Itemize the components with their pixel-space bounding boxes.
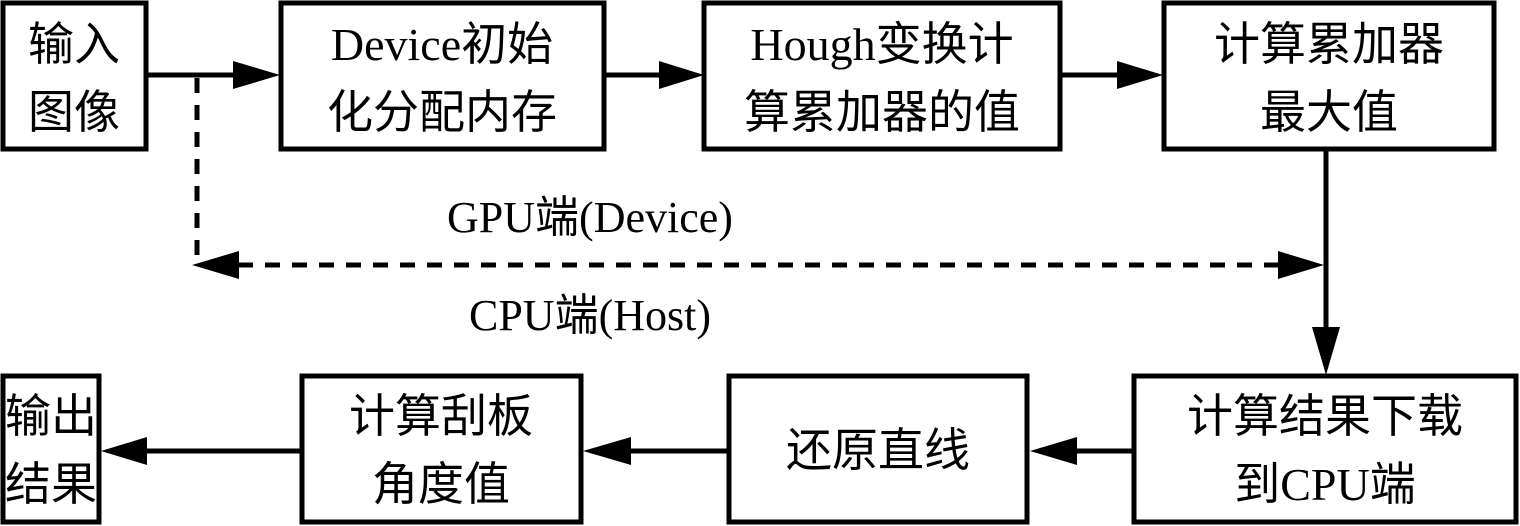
node-download-to-cpu: 计算结果下载 到CPU端 [1131, 373, 1519, 525]
arrowhead-right-icon [1278, 251, 1324, 279]
arrowhead-right-icon [1117, 61, 1163, 89]
node-label-line: 化分配内存 [327, 87, 557, 138]
edge-device-init-to-hough [606, 61, 704, 89]
node-box [726, 373, 1030, 525]
node-label-line: 输出 [5, 391, 97, 442]
arrowhead-right-icon [659, 61, 704, 89]
node-label-line: 角度值 [372, 459, 510, 510]
node-label-line: 到CPU端 [1234, 459, 1415, 510]
node-scraper-angle: 计算刮板 角度值 [299, 373, 584, 525]
node-label-line: 计算刮板 [349, 391, 533, 442]
node-box [1161, 0, 1497, 152]
node-box [701, 0, 1063, 152]
arrowhead-down-icon [1312, 327, 1340, 375]
node-label-line: 最大值 [1260, 87, 1398, 138]
edge-input-to-device-init [148, 61, 280, 89]
arrowhead-left-icon [192, 251, 239, 279]
arrowhead-left-icon [1030, 437, 1077, 465]
node-label-line: 还原直线 [786, 425, 970, 476]
node-label-line: 结果 [5, 459, 97, 510]
edge-angle-to-output [101, 437, 301, 465]
node-label-line: Device初始 [331, 19, 553, 70]
node-label-line: 图像 [28, 87, 120, 138]
node-box [278, 0, 607, 152]
gpu-cpu-boundary: GPU端(Device) CPU端(Host) [192, 78, 1324, 340]
node-input-image: 输入 图像 [0, 0, 149, 152]
edge-download-to-restore [1030, 437, 1133, 465]
arrowhead-left-icon [583, 437, 631, 465]
arrowhead-right-icon [233, 61, 280, 89]
arrowhead-left-icon [101, 437, 147, 465]
node-box [0, 0, 149, 152]
node-label-line: 输入 [28, 19, 120, 70]
node-restore-lines: 还原直线 [726, 373, 1030, 525]
cpu-side-label: CPU端(Host) [469, 291, 711, 340]
node-output-result: 输出 结果 [0, 373, 102, 525]
node-label-line: 算累加器的值 [744, 87, 1020, 138]
node-box [299, 373, 584, 525]
gpu-side-label: GPU端(Device) [447, 193, 733, 242]
edge-max-to-download [1312, 150, 1340, 375]
edge-hough-to-max [1062, 61, 1163, 89]
node-device-init: Device初始 化分配内存 [278, 0, 607, 152]
node-hough-accumulate: Hough变换计 算累加器的值 [701, 0, 1063, 152]
node-box [1131, 373, 1519, 525]
node-box [0, 373, 102, 525]
node-accumulator-max: 计算累加器 最大值 [1161, 0, 1497, 152]
edge-restore-to-angle [583, 437, 728, 465]
node-label-line: Hough变换计 [750, 19, 1013, 70]
node-label-line: 计算累加器 [1214, 19, 1444, 70]
node-label-line: 计算结果下载 [1187, 391, 1463, 442]
